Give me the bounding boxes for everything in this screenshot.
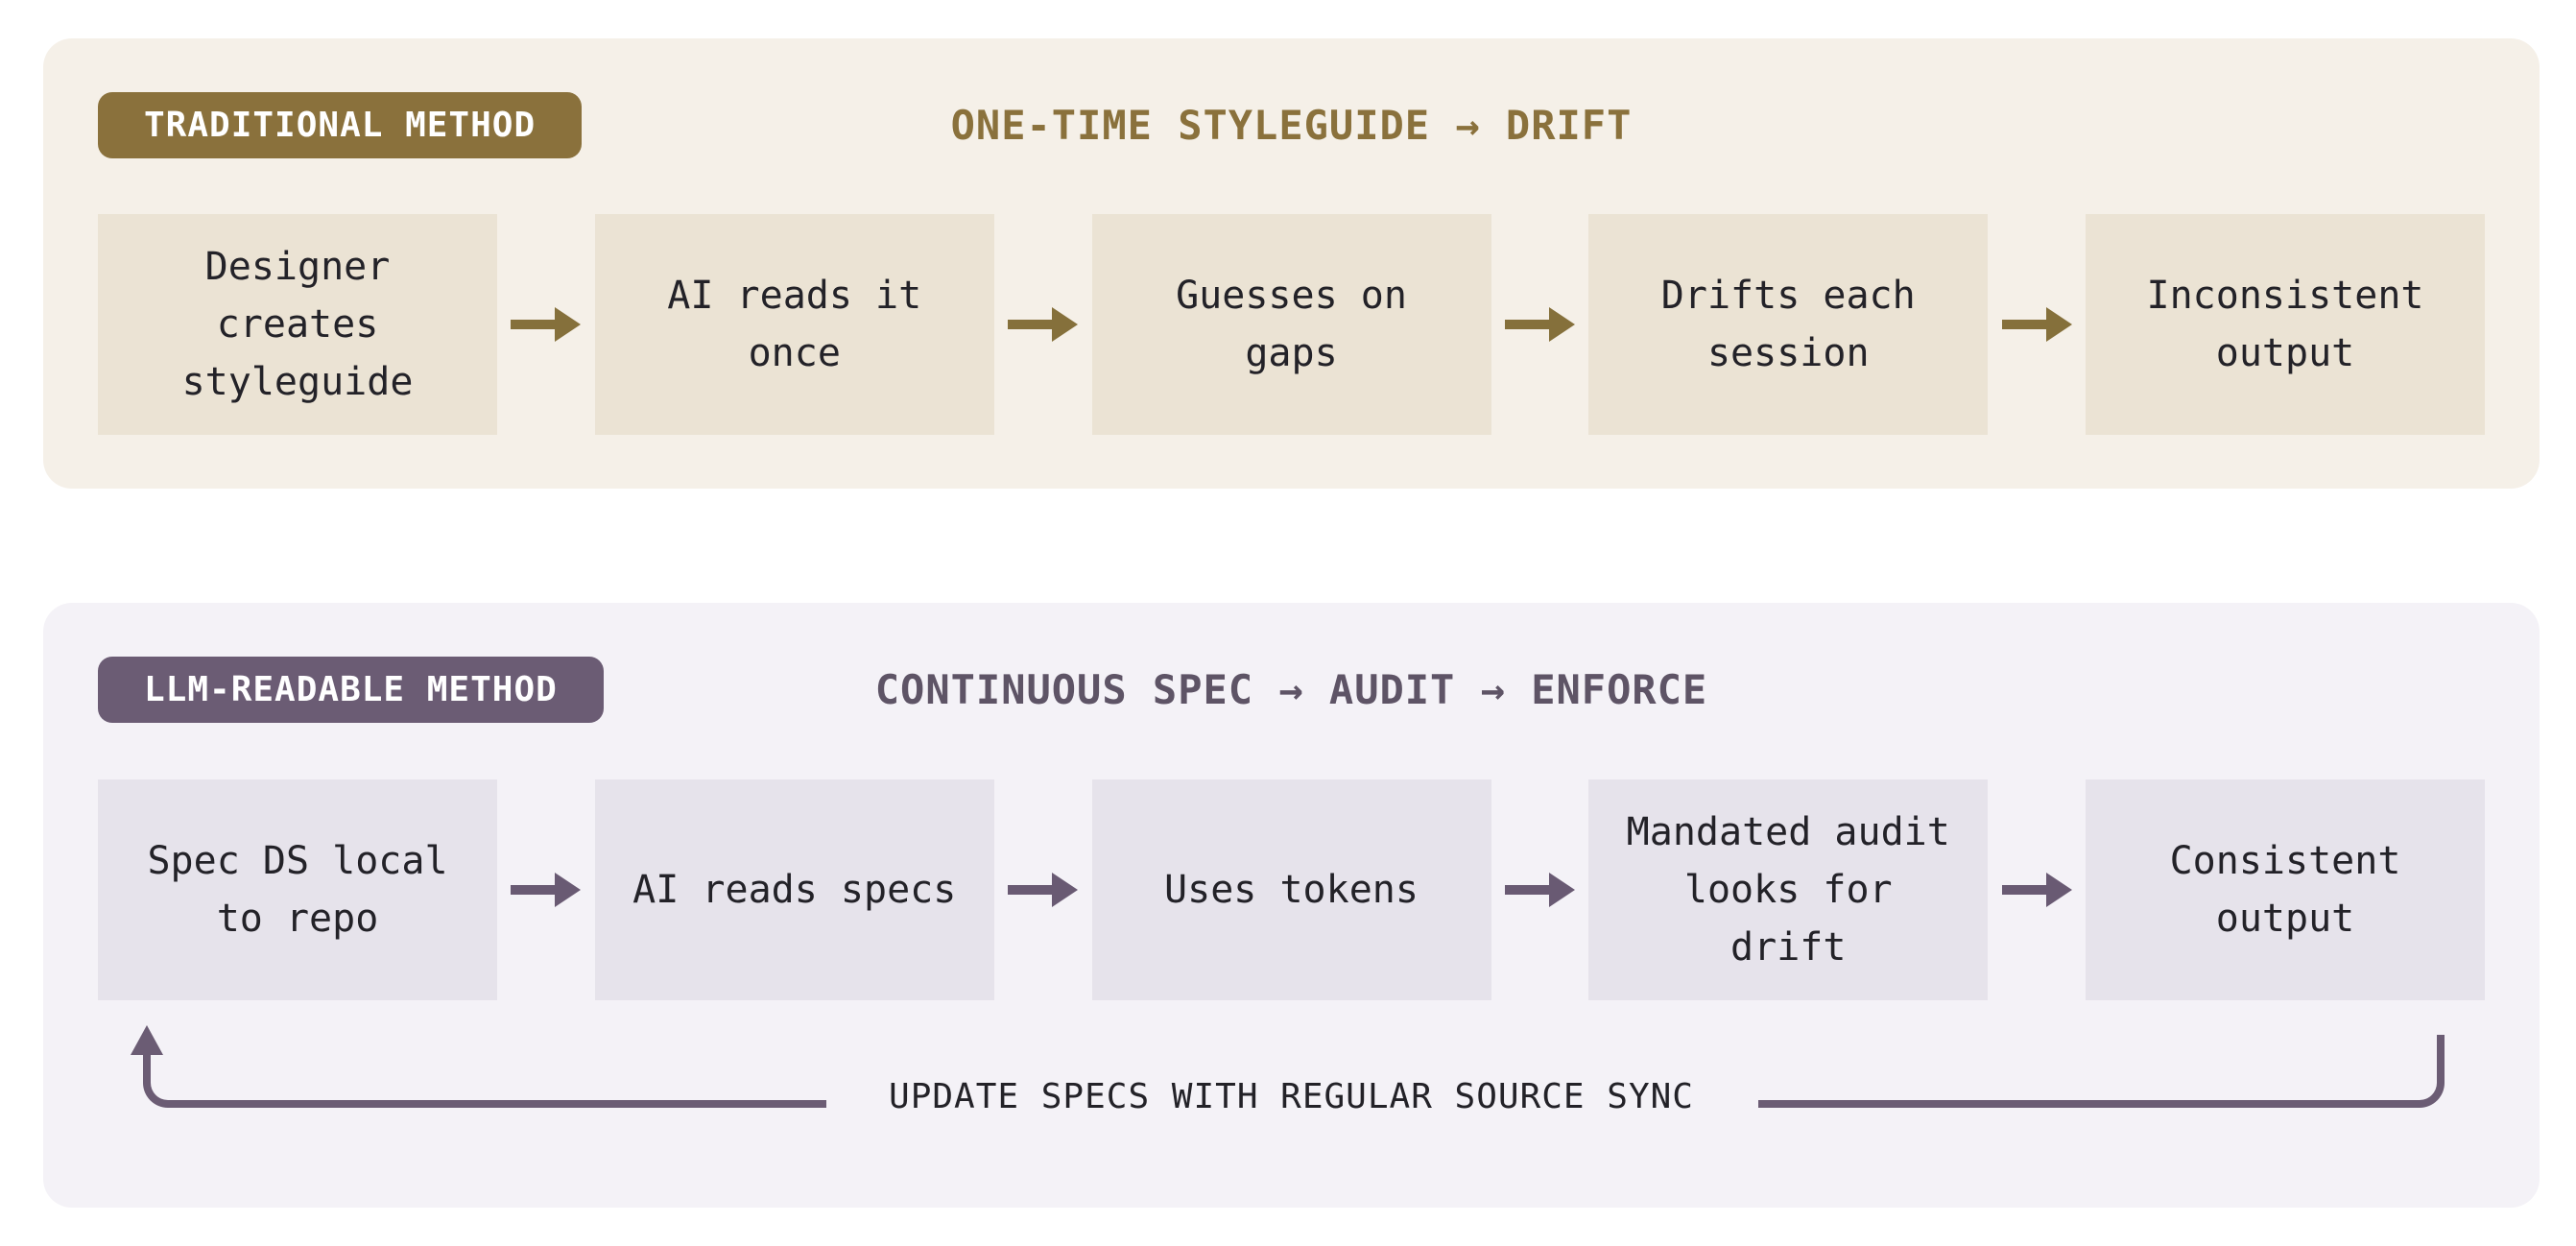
feedback-loop-label: UPDATE SPECS WITH REGULAR SOURCE SYNC: [889, 1077, 1694, 1116]
flow-step-spec-ds-local-to-repo: Spec DS local to repo: [98, 779, 497, 1000]
arrow-right-icon: [1504, 873, 1575, 907]
flow-step-consistent-output: Consistent output: [2086, 779, 2485, 1000]
feedback-loop-line-right: [1758, 1035, 2445, 1108]
arrow-up-icon: [131, 1025, 163, 1055]
llm-flow-row: Spec DS local to repo AI reads specs Use…: [98, 779, 2485, 1000]
flow-step-drifts-each-session: Drifts each session: [1588, 214, 1989, 435]
flow-step-inconsistent-output: Inconsistent output: [2086, 214, 2485, 435]
feedback-loop-line-left: [143, 1048, 826, 1108]
llm-readable-method-badge: LLM-READABLE METHOD: [98, 657, 604, 723]
traditional-flow-row: Designer creates styleguide AI reads it …: [98, 214, 2485, 435]
llm-readable-method-title: CONTINUOUS SPEC → AUDIT → ENFORCE: [874, 666, 1708, 713]
flow-step-uses-tokens: Uses tokens: [1091, 779, 1491, 1000]
traditional-method-panel: TRADITIONAL METHOD ONE-TIME STYLEGUIDE →…: [43, 38, 2540, 489]
arrow-right-icon: [1504, 307, 1575, 342]
flow-step-designer-creates-styleguide: Designer creates styleguide: [98, 214, 497, 435]
flow-step-mandated-audit-looks-for-drift: Mandated audit looks for drift: [1588, 779, 1989, 1000]
flow-step-ai-reads-it-once: AI reads it once: [594, 214, 994, 435]
arrow-right-icon: [511, 873, 582, 907]
llm-readable-method-panel: LLM-READABLE METHOD CONTINUOUS SPEC → AU…: [43, 603, 2540, 1208]
traditional-method-title: ONE-TIME STYLEGUIDE → DRIFT: [950, 102, 1633, 149]
flow-step-guesses-on-gaps: Guesses on gaps: [1091, 214, 1491, 435]
arrow-right-icon: [511, 307, 582, 342]
arrow-right-icon: [1008, 307, 1079, 342]
arrow-right-icon: [2001, 873, 2072, 907]
traditional-method-badge: TRADITIONAL METHOD: [98, 92, 583, 158]
arrow-right-icon: [1008, 873, 1079, 907]
flow-step-ai-reads-specs: AI reads specs: [594, 779, 994, 1000]
arrow-right-icon: [2001, 307, 2072, 342]
